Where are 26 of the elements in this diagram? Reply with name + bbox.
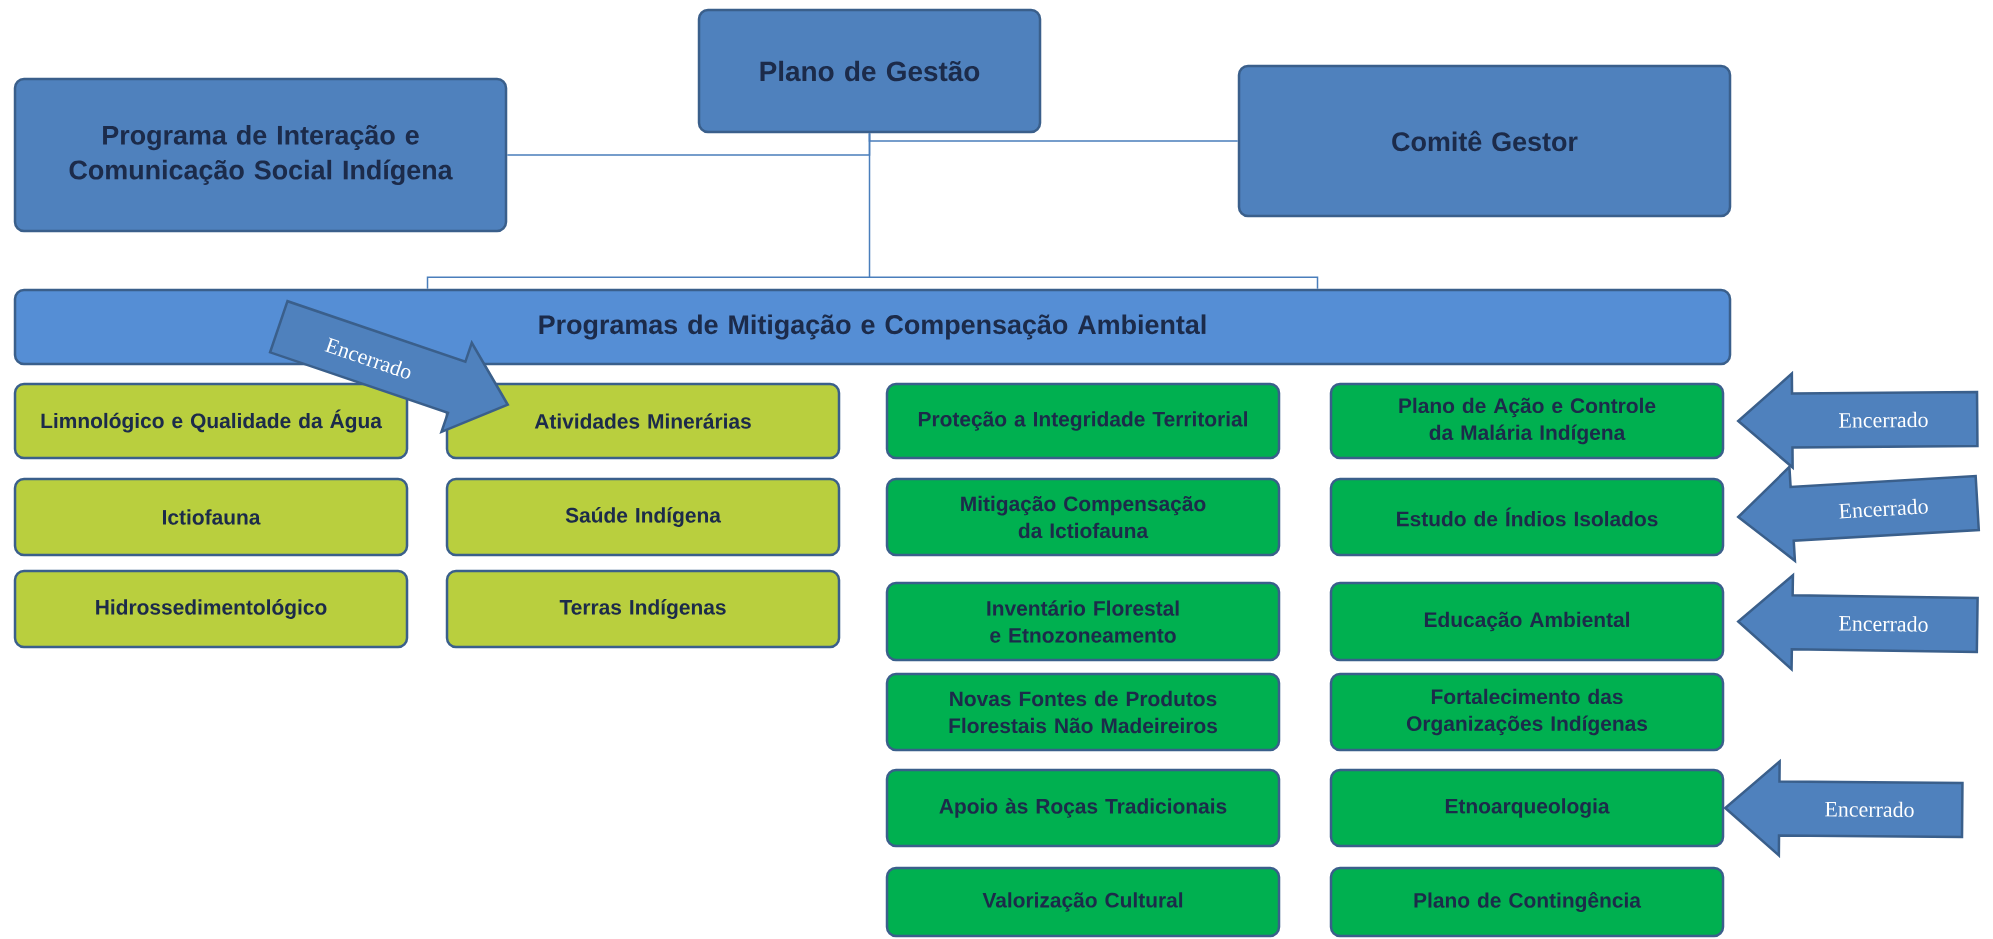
program-box: Ictiofauna bbox=[13, 477, 409, 557]
program-box: Programa de Interação e Comunicação Social Indígena bbox=[13, 77, 508, 233]
program-box: Inventário Florestal e Etnozoneamento bbox=[885, 581, 1281, 662]
program-box: Comitê Gestor bbox=[1237, 64, 1732, 218]
program-box: Etnoarqueologia bbox=[1329, 768, 1725, 848]
program-box: Terras Indígenas bbox=[445, 569, 841, 649]
edge-label: Encerrado bbox=[1839, 616, 1928, 632]
program-box: Novas Fontes de Produtos Florestais Não Madeireiros bbox=[885, 672, 1281, 752]
edge-label: Encerrado bbox=[1825, 801, 1914, 818]
program-box: Fortalecimento das Organizações Indígenas bbox=[1329, 672, 1725, 752]
program-box: Proteção a Integridade Territorial bbox=[885, 382, 1281, 460]
program-box: Plano de Gestão bbox=[697, 8, 1042, 134]
program-box: Plano de Contingência bbox=[1329, 866, 1725, 938]
program-box: Hidrossedimentológico bbox=[13, 569, 409, 649]
program-box: Saúde Indígena bbox=[445, 477, 841, 557]
program-box: Valorização Cultural bbox=[885, 866, 1281, 938]
edge-label: Encerrado bbox=[1839, 411, 1928, 428]
program-box: Estudo de Índios Isolados bbox=[1329, 477, 1725, 557]
program-box: Plano de Ação e Controle da Malária Indígena bbox=[1329, 382, 1725, 460]
program-box: Limnológico e Qualidade da Água bbox=[13, 382, 409, 460]
program-box: Educação Ambiental bbox=[1329, 581, 1725, 662]
edge-label: Encerrado bbox=[1838, 498, 1928, 519]
program-box: Mitigação Compensação da Ictiofauna bbox=[885, 477, 1281, 557]
connector-line bbox=[426, 132, 1319, 290]
program-box: Atividades Minerárias bbox=[445, 382, 841, 460]
program-box: Apoio às Roças Tradicionais bbox=[885, 768, 1281, 848]
